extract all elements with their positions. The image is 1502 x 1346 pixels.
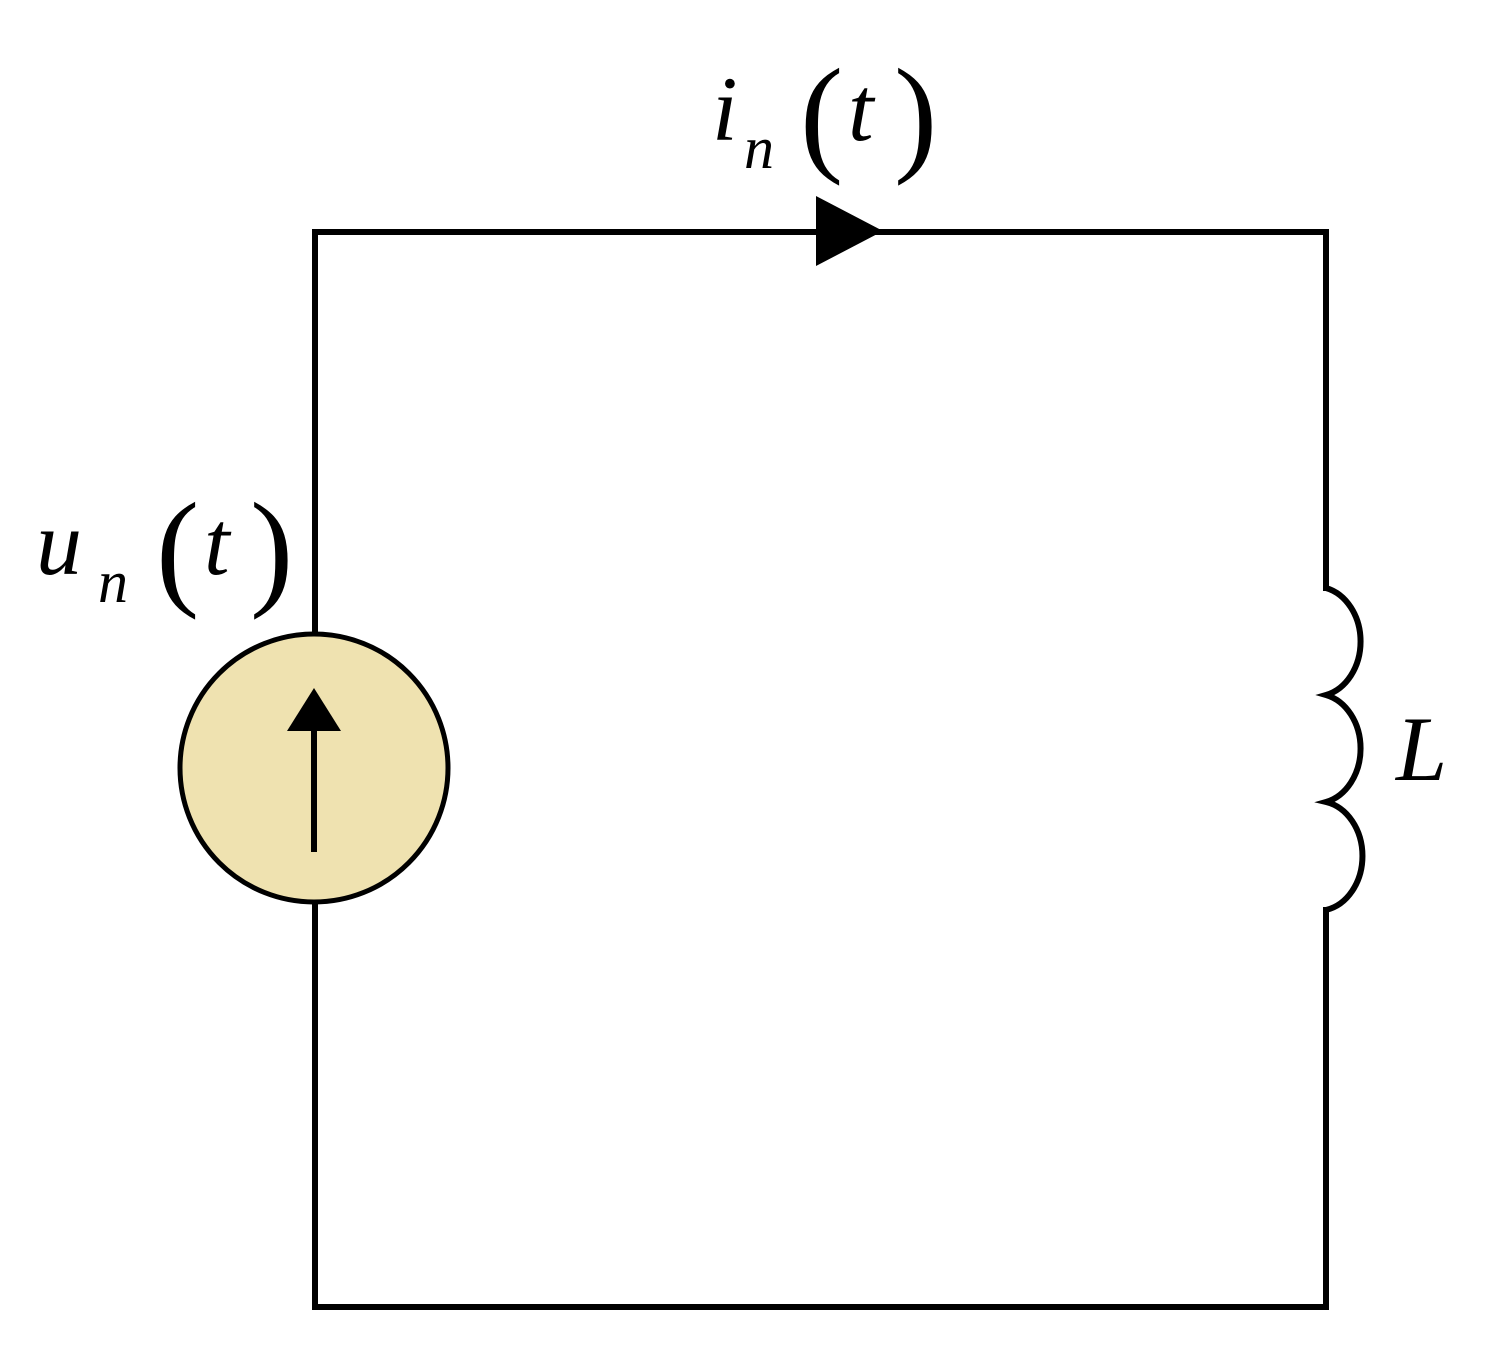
source-label: u n ( t ) bbox=[36, 477, 293, 621]
inductor bbox=[1314, 585, 1366, 913]
current-symbol: i bbox=[712, 58, 738, 160]
source-argument: t bbox=[204, 492, 232, 594]
source-subscript: n bbox=[98, 549, 128, 615]
source-symbol: u bbox=[36, 492, 82, 594]
current-argument: t bbox=[848, 58, 876, 160]
source-open-paren: ( bbox=[156, 477, 199, 621]
current-label: i n ( t ) bbox=[712, 43, 937, 187]
arrow-up-icon bbox=[287, 688, 341, 731]
current-close-paren: ) bbox=[894, 43, 937, 187]
inductor-coil bbox=[1314, 585, 1366, 913]
arrow-right-icon bbox=[816, 196, 883, 266]
current-source bbox=[177, 631, 451, 905]
source-close-paren: ) bbox=[250, 477, 293, 621]
circuit-wires bbox=[312, 229, 1329, 1310]
current-subscript: n bbox=[744, 115, 774, 181]
inductor-label: L bbox=[1394, 698, 1447, 800]
current-open-paren: ( bbox=[800, 43, 843, 187]
